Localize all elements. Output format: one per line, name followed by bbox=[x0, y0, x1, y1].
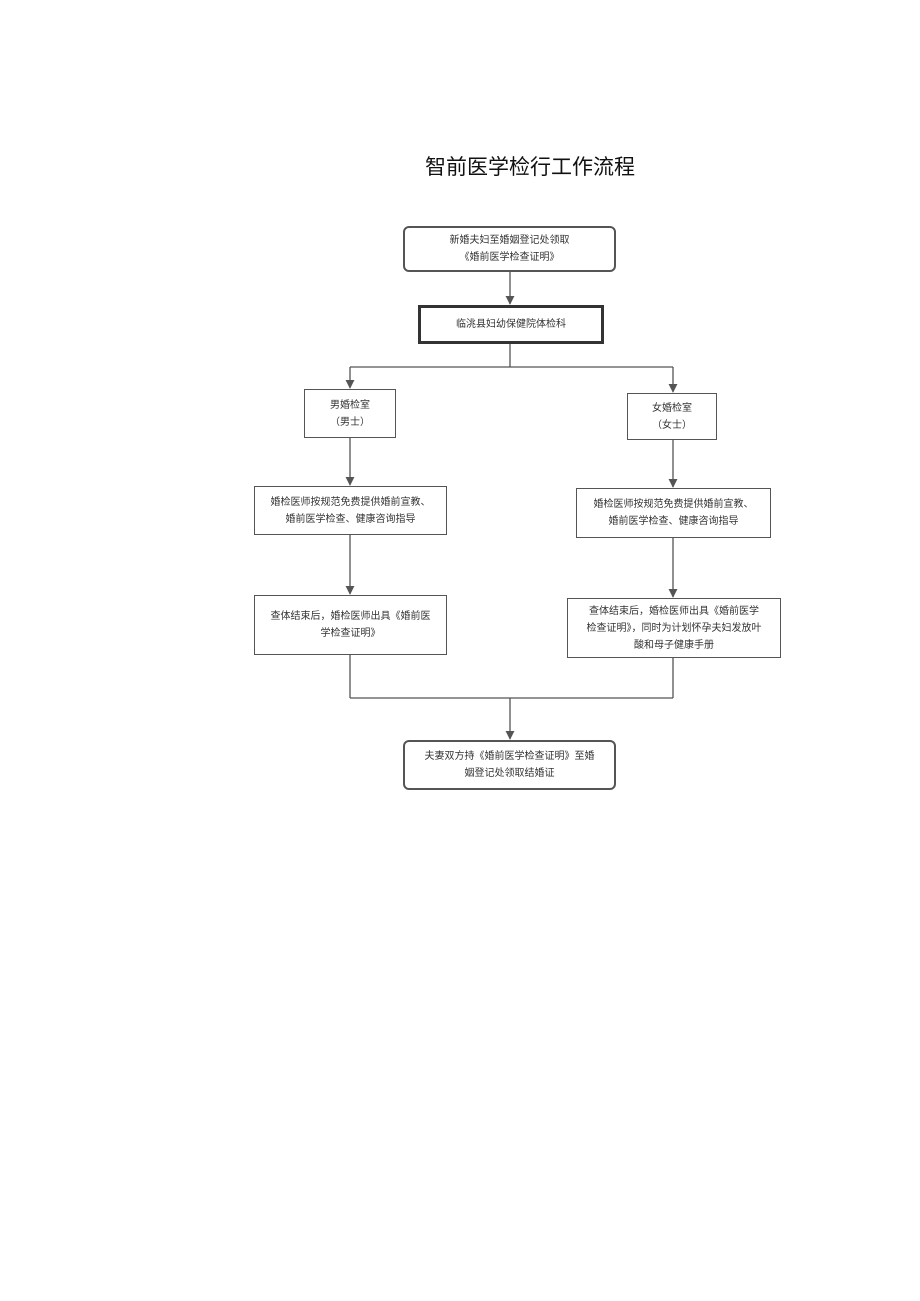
node-male-result: 查体结束后，婚检医师出具《婚前医 学检查证明》 bbox=[254, 595, 447, 655]
node-register: 临洮县妇幼保健院体检科 bbox=[418, 305, 604, 344]
node-female-result-line: 查体结束后，婚检医师出具《婚前医学 bbox=[589, 605, 759, 617]
node-start: 新婚夫妇至婚姻登记处领取 《婚前医学检查证明》 bbox=[403, 226, 616, 272]
node-end: 夫妻双方持《婚前医学检查证明》至婚 姻登记处领取结婚证 bbox=[403, 740, 616, 790]
node-start-line: 《婚前医学检查证明》 bbox=[459, 252, 560, 263]
node-female-result-line: 酸和母子健康手册 bbox=[634, 639, 714, 651]
node-male-room: 男婚检室 （男士） bbox=[304, 389, 396, 438]
node-male-service: 婚检医师按规范免费提供婚前宣教、 婚前医学检查、健康咨询指导 bbox=[254, 486, 447, 535]
node-female-service: 婚检医师按规范免费提供婚前宣教、 婚前医学检查、健康咨询指导 bbox=[576, 488, 771, 538]
node-female-result-line: 检查证明》，同时为计划怀孕夫妇发放叶 bbox=[586, 622, 762, 634]
node-male-service-line: 婚检医师按规范免费提供婚前宣教、 bbox=[270, 496, 431, 508]
node-end-line: 夫妻双方持《婚前医学检查证明》至婚 bbox=[424, 751, 595, 762]
node-male-result-line: 学检查证明》 bbox=[320, 628, 381, 639]
node-male-service-line: 婚前医学检查、健康咨询指导 bbox=[285, 513, 416, 525]
node-start-line: 新婚夫妇至婚姻登记处领取 bbox=[449, 235, 570, 246]
node-end-line: 姻登记处领取结婚证 bbox=[464, 768, 555, 779]
node-male-result-line: 查体结束后，婚检医师出具《婚前医 bbox=[270, 611, 431, 622]
node-male-room-line: （男士） bbox=[330, 416, 370, 428]
node-female-room-line: 女婚检室 bbox=[652, 402, 692, 414]
node-female-service-line: 婚前医学检查、健康咨询指导 bbox=[608, 516, 739, 527]
page-title: 智前医学检行工作流程 bbox=[425, 155, 635, 179]
node-female-service-line: 婚检医师按规范免费提供婚前宣教、 bbox=[593, 499, 754, 510]
node-female-room-line: （女士） bbox=[652, 419, 692, 431]
node-male-room-line: 男婚检室 bbox=[330, 399, 370, 411]
node-female-room: 女婚检室 （女士） bbox=[627, 393, 717, 440]
node-female-result: 查体结束后，婚检医师出具《婚前医学 检查证明》，同时为计划怀孕夫妇发放叶 酸和母… bbox=[567, 598, 781, 658]
node-register-line: 临洮县妇幼保健院体检科 bbox=[456, 319, 566, 330]
